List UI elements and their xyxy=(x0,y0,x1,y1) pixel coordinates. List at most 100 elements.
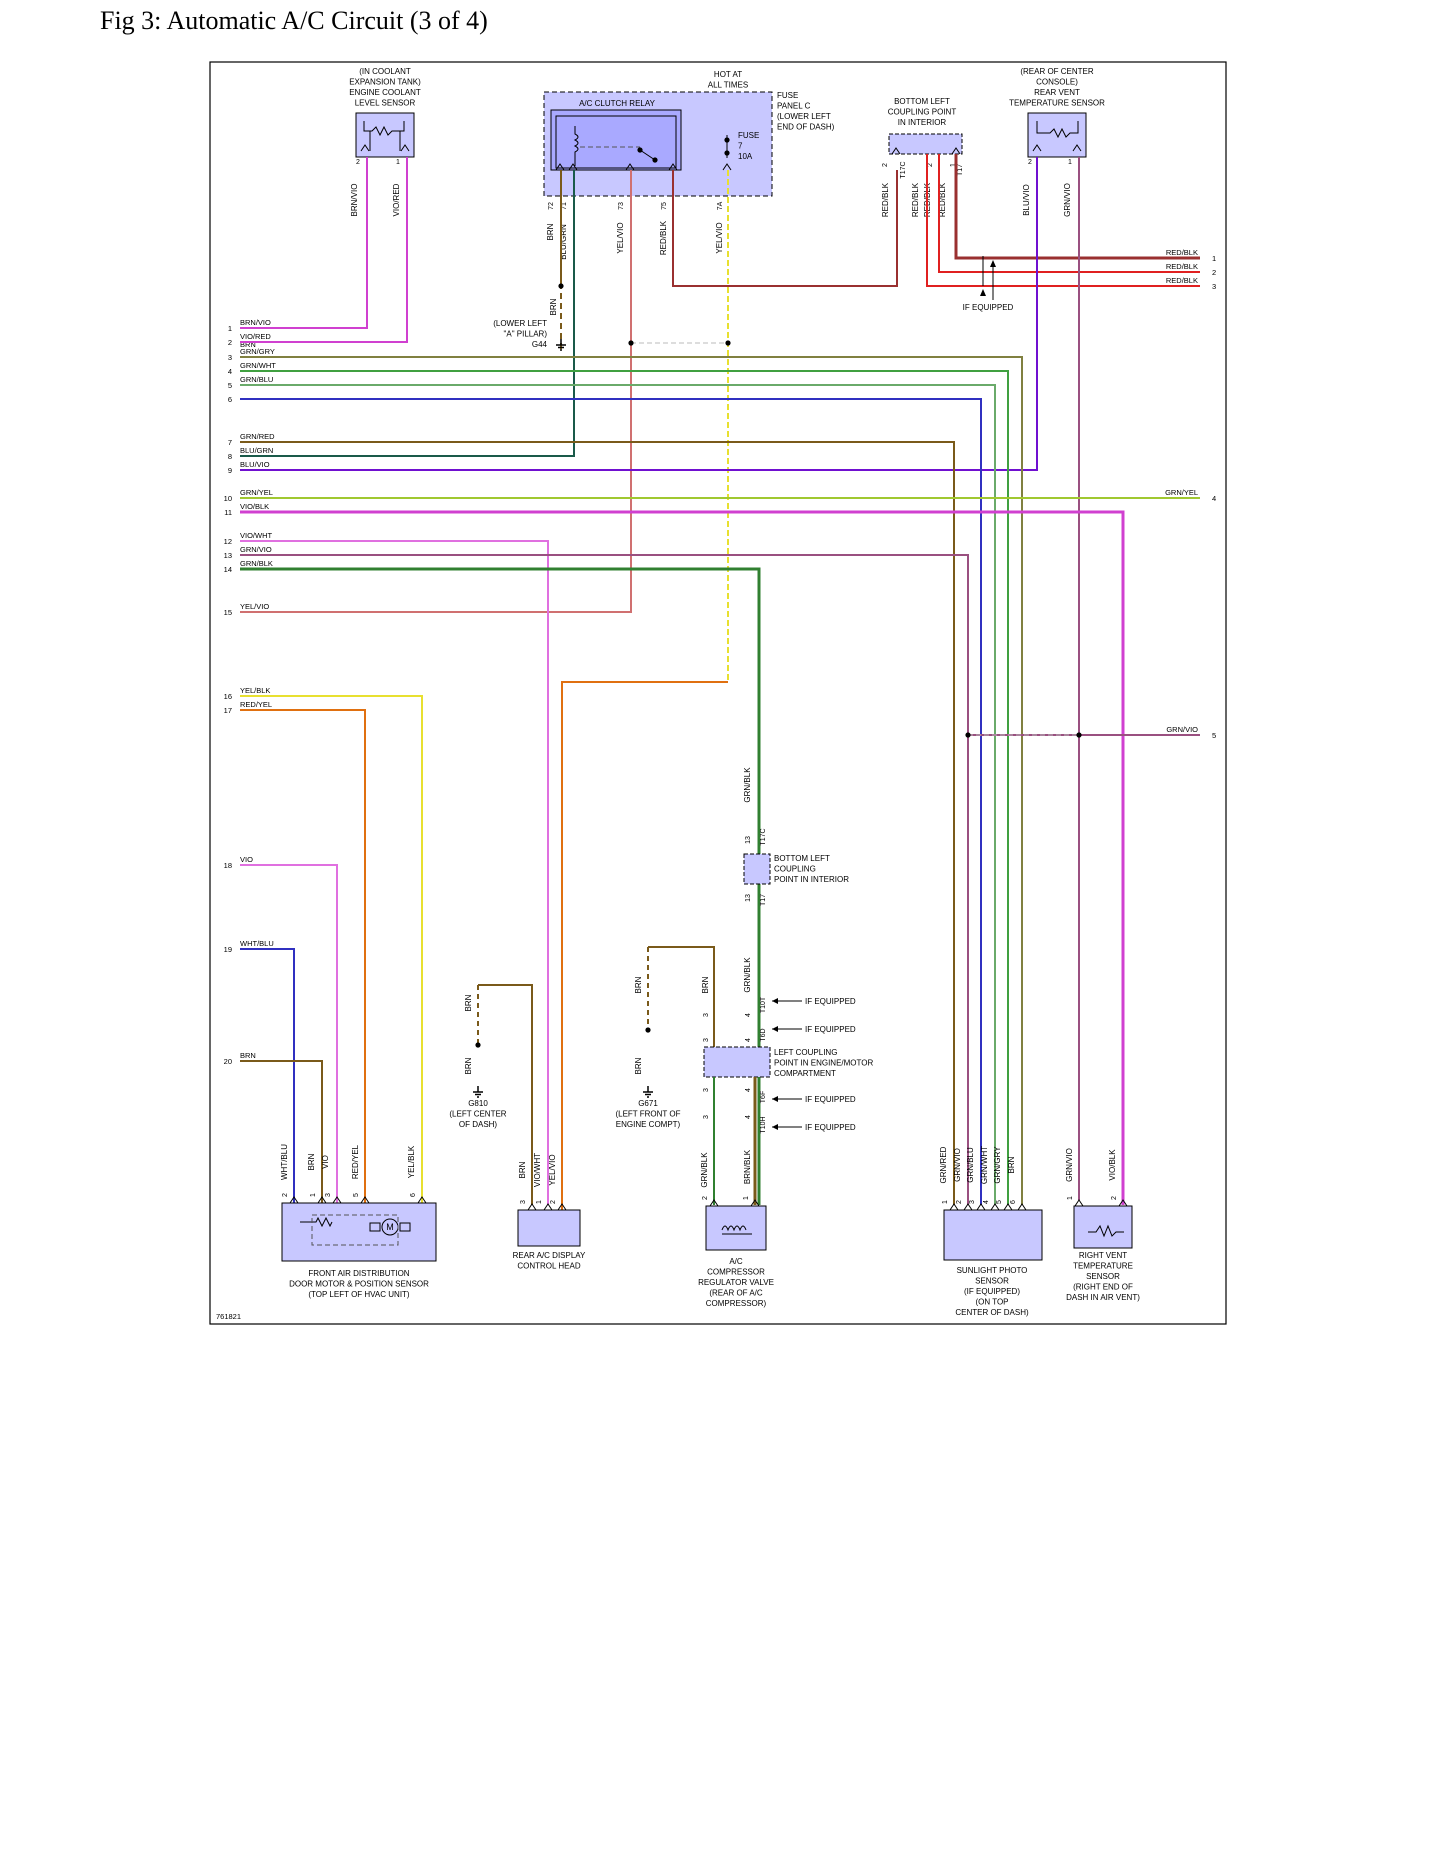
fuse-contact xyxy=(724,137,730,143)
relay-contact xyxy=(652,157,658,163)
pin-number: 2 xyxy=(956,1200,963,1204)
sunlight-photo-sensor xyxy=(943,1209,1043,1261)
pin-number: 1 xyxy=(743,1196,750,1200)
wire-grn-wht xyxy=(240,370,1009,1205)
wire-label: BRN xyxy=(307,1153,316,1170)
wire-label: VIO/RED xyxy=(392,183,401,216)
pin-number: 13 xyxy=(745,836,752,844)
relay-pin-number: 73 xyxy=(618,202,625,210)
motor-brush xyxy=(369,1222,381,1232)
left-pin-number: 5 xyxy=(228,381,232,390)
pin-number: 1 xyxy=(396,159,400,166)
left-pin-number: 14 xyxy=(224,565,232,574)
left-coupling-engine xyxy=(703,1046,771,1078)
relay-wire-label: BRN xyxy=(546,223,555,240)
fuse-panel-c-label: PANEL C xyxy=(777,102,811,111)
pin-number: 1 xyxy=(950,163,957,167)
relay-contact xyxy=(637,147,643,153)
connector-pin xyxy=(360,144,370,152)
connector-id: T17C xyxy=(900,161,907,178)
wire-label: YEL/VIO xyxy=(548,1154,557,1185)
wire-vio-red xyxy=(240,157,408,343)
left-wire-label: YEL/BLK xyxy=(240,686,270,695)
splice-g810 xyxy=(475,1042,481,1048)
left-wire-label: GRN/RED xyxy=(240,432,275,441)
splice-dot xyxy=(725,340,731,346)
wire-label: BRN xyxy=(1007,1156,1016,1173)
wire-vio xyxy=(240,864,338,1205)
fuse-label: FUSE xyxy=(738,131,759,140)
rear-vent-sensor-label: (REAR OF CENTER xyxy=(1020,67,1094,76)
pin-number: 1 xyxy=(1067,1196,1074,1200)
coolant-sensor-label: EXPANSION TANK) xyxy=(349,78,421,87)
sunlight-sensor-label: (ON TOP xyxy=(975,1298,1008,1307)
wire-brn-20 xyxy=(240,1060,323,1205)
left-wire-label: VIO xyxy=(240,855,253,864)
left-wire-label: GRN/VIO xyxy=(240,545,272,554)
coupling-top-label: IN INTERIOR xyxy=(898,118,947,127)
hot-at-all-times-label: ALL TIMES xyxy=(708,81,748,90)
right-vent-sensor-label: RIGHT VENT xyxy=(1079,1251,1127,1260)
fuse-label: 10A xyxy=(738,152,753,161)
pin-number: 1 xyxy=(536,1200,543,1204)
connector-pin xyxy=(317,1196,327,1204)
connector-pin xyxy=(1017,1203,1027,1211)
pin-number: 2 xyxy=(282,1193,289,1197)
connector-pin xyxy=(543,1203,553,1211)
ac-clutch-relay xyxy=(550,109,682,171)
splice-g671 xyxy=(645,1027,651,1033)
left-pin-number: 13 xyxy=(224,551,232,560)
relay-pin-number: 7A xyxy=(717,201,724,210)
right-pin-number: 2 xyxy=(1212,268,1216,277)
relay-wire-label: BLU/GRN xyxy=(559,224,568,260)
pin-number: 2 xyxy=(356,159,360,166)
wire-label: RED/BLK xyxy=(911,182,920,217)
coupling-mid-label: POINT IN INTERIOR xyxy=(774,875,849,884)
wire-label: BRN/VIO xyxy=(350,184,359,217)
left-pin-number: 20 xyxy=(224,1057,232,1066)
connector-pin xyxy=(1118,1199,1128,1207)
pin-number: 2 xyxy=(882,163,889,167)
wire-label: BLU/VIO xyxy=(1022,184,1031,216)
connector-pin xyxy=(722,163,732,171)
wire-label: GRN/VIO xyxy=(1065,1148,1074,1182)
splice-dot xyxy=(965,732,971,738)
wire-label: VIO xyxy=(321,1155,330,1169)
rear-vent-sensor-label: TEMPERATURE SENSOR xyxy=(1009,99,1105,108)
wire-label: GRN/BLK xyxy=(743,767,752,803)
left-wire-label: GRN/WHT xyxy=(240,361,276,370)
wire-red-blk-2 xyxy=(938,154,1200,273)
right-vent-sensor-label: (RIGHT END OF xyxy=(1073,1283,1133,1292)
g44-label: "A" PILLAR) xyxy=(504,330,548,339)
diagram-frame xyxy=(209,61,1227,1325)
coolant-sensor-symbol xyxy=(363,121,405,137)
relay-wire-label: RED/BLK xyxy=(659,220,668,255)
right-wire-label: RED/BLK xyxy=(1166,262,1198,271)
arrow-head xyxy=(990,260,996,267)
connector-id: T6F xyxy=(760,1091,767,1103)
pin-number: 2 xyxy=(1111,1196,1118,1200)
pin-number: 5 xyxy=(353,1193,360,1197)
rear-vent-sensor-symbol xyxy=(1036,121,1079,139)
ac-compressor-regulator-valve xyxy=(705,1205,767,1251)
left-pin-number: 18 xyxy=(224,861,232,870)
wire-label: WHT/BLU xyxy=(280,1144,289,1180)
g671-label: ENGINE COMPT) xyxy=(616,1120,681,1129)
wire-label: BRN xyxy=(549,298,558,315)
pin-number: 6 xyxy=(410,1193,417,1197)
connector-pin xyxy=(976,1203,986,1211)
left-pin-number: 1 xyxy=(228,324,232,333)
fuse-contact xyxy=(724,150,730,156)
right-vent-temperature-sensor xyxy=(1073,1205,1133,1249)
g671-label: G671 xyxy=(638,1099,658,1108)
left-wire-label: GRN/YEL xyxy=(240,488,273,497)
left-wire-label: GRN/BLU xyxy=(240,375,273,384)
left-pin-number: 7 xyxy=(228,438,232,447)
left-pin-number: 16 xyxy=(224,692,232,701)
right-pin-number: 5 xyxy=(1212,731,1216,740)
pin-number: 3 xyxy=(703,1115,710,1119)
wire-yel-blk xyxy=(240,695,423,1205)
connector-pin xyxy=(527,1203,537,1211)
connector-pin xyxy=(709,1199,719,1207)
connector-pin xyxy=(625,163,635,171)
